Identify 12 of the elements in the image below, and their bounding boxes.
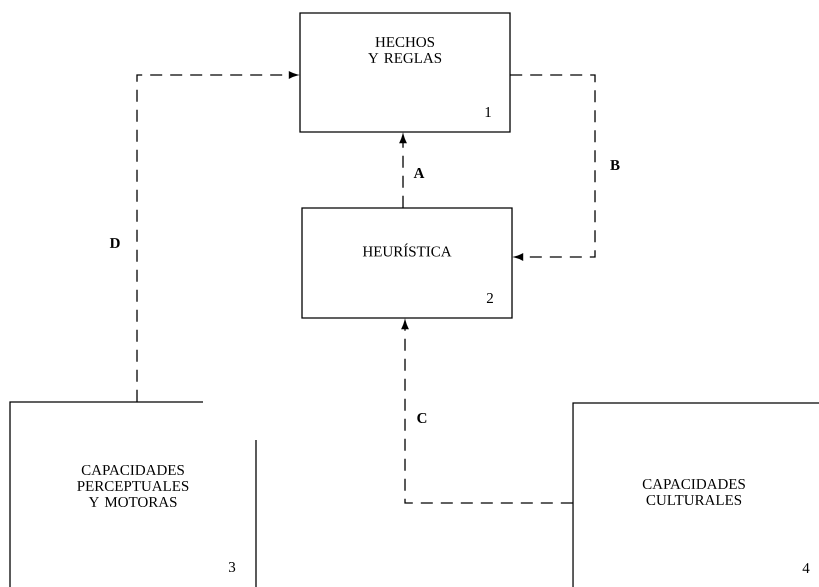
- process-box: CAPACIDADES CULTURALES 4: [572, 402, 819, 587]
- arrow: [136, 71, 298, 402]
- process-box: CAPACIDADES PERCEPTUALES Y MOTORAS 3: [9, 401, 257, 587]
- edge-label: C: [416, 412, 428, 424]
- arrow: [510, 74, 596, 261]
- edge-label: D: [108, 237, 122, 249]
- process-box: HECHOS Y REGLAS 1: [299, 12, 511, 133]
- arrow: [401, 320, 573, 504]
- process-box: HEURÍSTICA 2: [301, 207, 513, 319]
- edge-label: B: [609, 159, 621, 171]
- edge-label: A: [412, 167, 426, 179]
- arrow: [399, 134, 407, 208]
